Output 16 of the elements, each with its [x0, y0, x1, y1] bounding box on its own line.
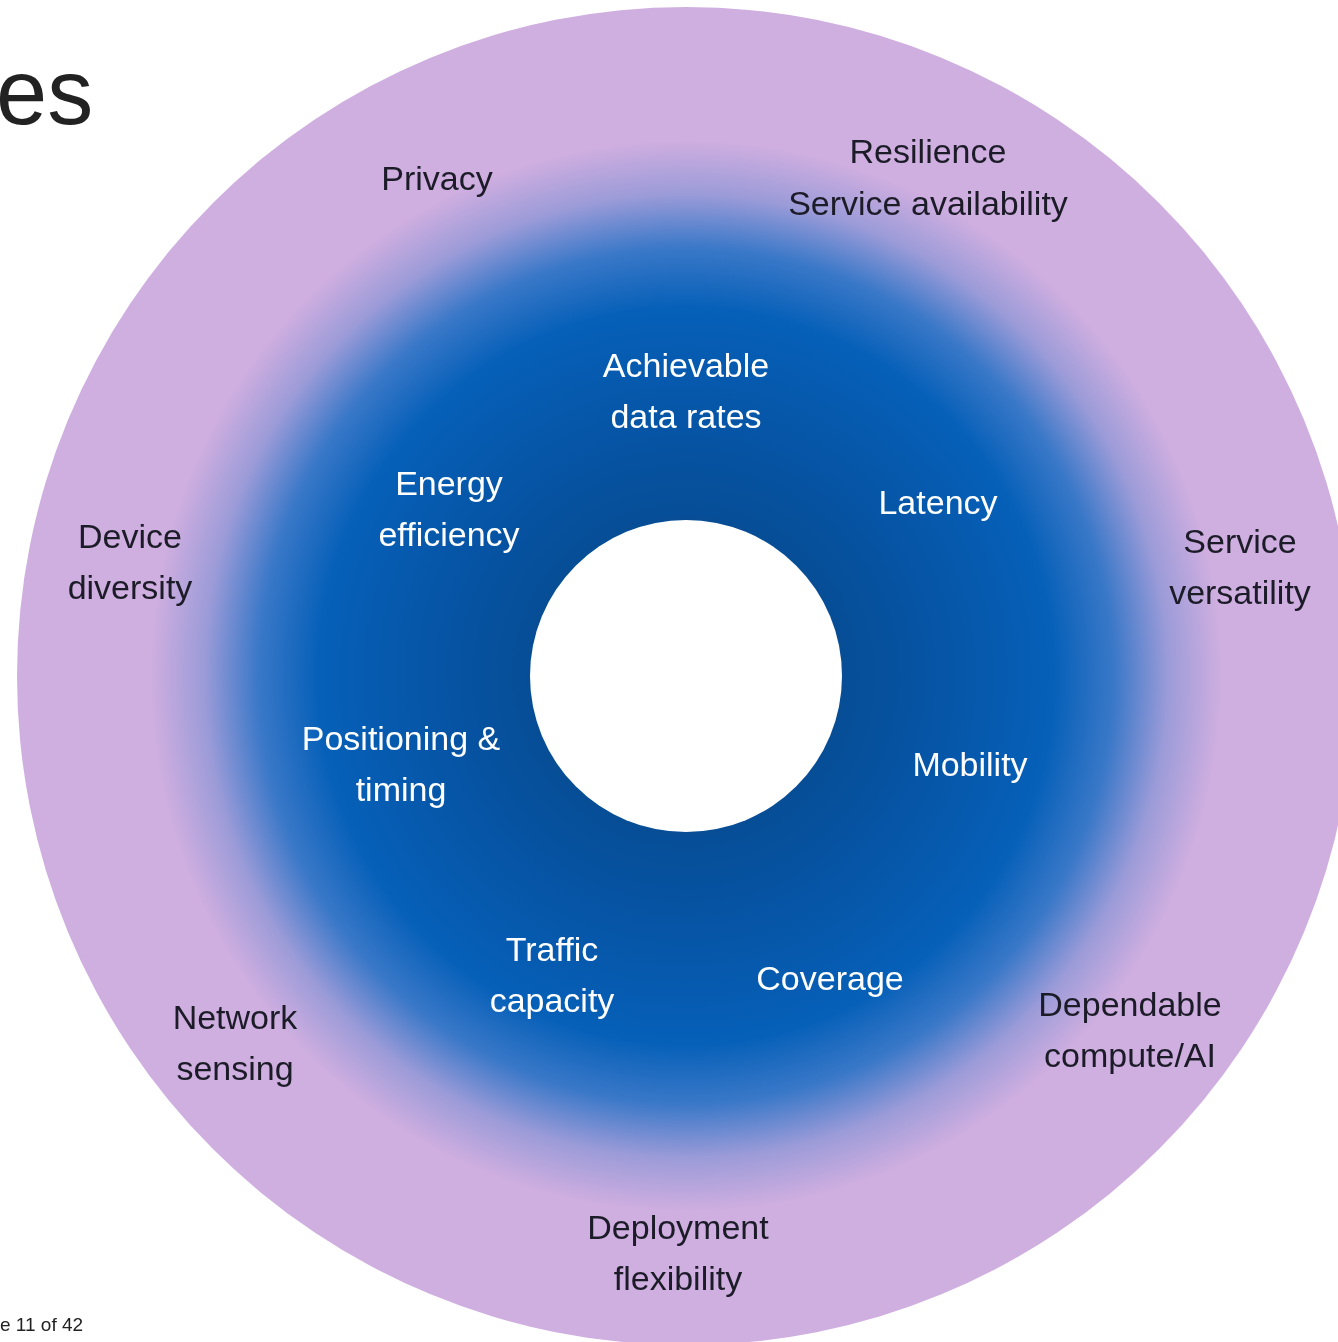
ring-label: Service availability — [787, 182, 1069, 224]
page-number: e 11 of 42 — [0, 1314, 84, 1336]
ring-label: Service versatility — [1168, 521, 1312, 613]
ring-label: Deployment flexibility — [586, 1207, 770, 1299]
ring-label: Traffic capacity — [488, 929, 616, 1021]
ring-label: Mobility — [911, 743, 1029, 785]
ring-label: Device diversity — [66, 516, 194, 608]
ring-label: Resilience — [848, 130, 1008, 172]
ring-label: Network sensing — [171, 997, 299, 1089]
ring-label: Latency — [877, 481, 999, 523]
ring-label: Achievable data rates — [601, 345, 771, 437]
ring-label: Energy efficiency — [377, 463, 521, 555]
ring-label: Privacy — [380, 157, 494, 199]
ring-label: Coverage — [755, 957, 905, 999]
ring-label: Positioning & timing — [301, 718, 501, 810]
ring-label: Dependable compute/AI — [1037, 984, 1223, 1076]
